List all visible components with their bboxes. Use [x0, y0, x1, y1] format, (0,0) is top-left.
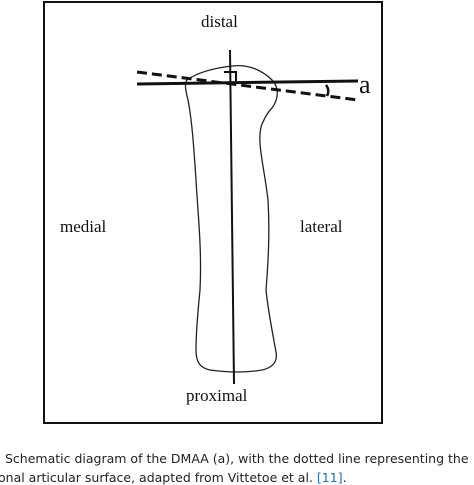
label-medial: medial: [60, 217, 107, 236]
caption-line-1: Schematic diagram of the DMAA (a), with …: [5, 449, 469, 468]
angle-arc: [324, 84, 330, 97]
caption-line-2-text: onal articular surface, adapted from Vit…: [0, 470, 313, 485]
label-lateral: lateral: [300, 217, 343, 236]
reference-link[interactable]: [11]: [316, 470, 343, 485]
caption-line-2: onal articular surface, adapted from Vit…: [0, 468, 347, 485]
label-angle-a: a: [359, 70, 371, 99]
caption-line-2-period: .: [342, 470, 347, 485]
bone-outline: [184, 64, 278, 373]
caption-line-1-text: Schematic diagram of the DMAA (a), with …: [5, 451, 469, 466]
right-angle-marker: [224, 71, 237, 82]
label-distal: distal: [201, 12, 238, 31]
bone-axis-line: [229, 49, 235, 385]
articular-surface-dotted-line: [136, 70, 359, 102]
figure-caption: Schematic diagram of the DMAA (a), with …: [0, 447, 474, 485]
figure-frame: [43, 1, 383, 424]
label-proximal: proximal: [186, 386, 248, 405]
reference-line: [136, 79, 359, 86]
